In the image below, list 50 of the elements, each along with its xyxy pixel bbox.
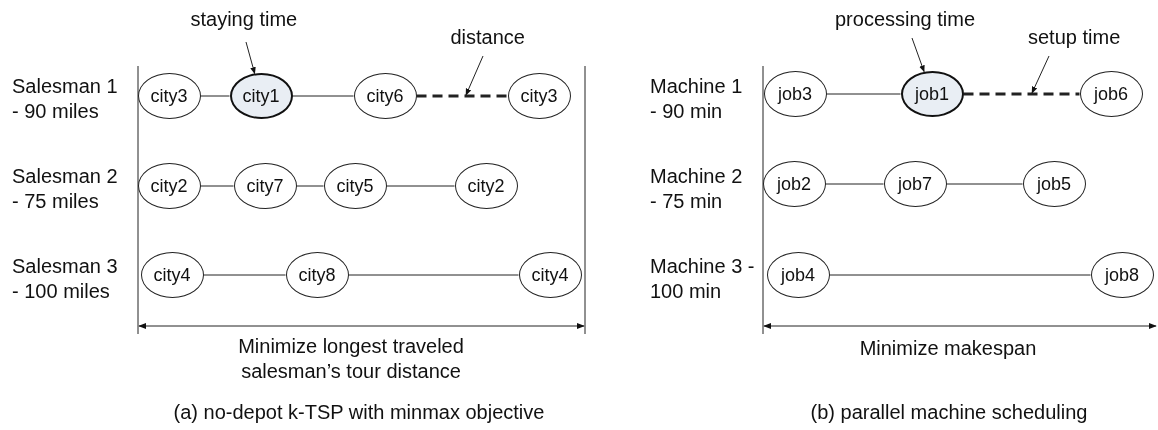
connector-line (386, 185, 455, 187)
connector-line (348, 274, 519, 276)
annotation-text: staying time (190, 10, 298, 28)
span-label: Minimize longest traveled salesman’s tour distance (237, 334, 465, 384)
ellipse-node: city6 (353, 73, 417, 119)
ellipse-node: city8 (285, 252, 349, 298)
connector-line (292, 95, 354, 97)
ellipse-node: city3 (507, 73, 571, 119)
row-label: Salesman 3 - 100 miles (12, 254, 119, 304)
connector-line (826, 93, 901, 95)
annotation-text: processing time (835, 10, 976, 28)
ellipse-node: job6 (1079, 71, 1143, 117)
leader-arrow (465, 55, 484, 96)
annotation-text: setup time (1028, 28, 1121, 46)
connector-line (203, 274, 286, 276)
leader-arrow (911, 37, 925, 73)
ellipse-node: city4 (518, 252, 582, 298)
ellipse-node: job5 (1022, 161, 1086, 207)
ellipse-node: city2 (137, 163, 201, 209)
ellipse-node: city4 (140, 252, 204, 298)
ellipse-node: job8 (1090, 252, 1154, 298)
connector-line (296, 185, 324, 187)
caption: (a) no-depot k-TSP with minmax objective (172, 400, 546, 425)
row-label: Salesman 1 - 90 miles (12, 74, 119, 124)
connector-line (416, 94, 508, 98)
leader-arrow (1031, 55, 1050, 94)
ellipse-node: job7 (883, 161, 947, 207)
ellipse-node: city1 (229, 73, 293, 119)
ellipse-node: city5 (323, 163, 387, 209)
span-label: Minimize makespan (858, 336, 1038, 361)
ellipse-node: city2 (454, 163, 518, 209)
ellipse-node: city7 (233, 163, 297, 209)
ellipse-node: job2 (762, 161, 826, 207)
connector-line (946, 183, 1023, 185)
ellipse-node: job4 (766, 252, 830, 298)
ellipse-node: job3 (763, 71, 827, 117)
caption: (b) parallel machine scheduling (809, 400, 1089, 425)
connector-line (200, 95, 230, 97)
connector-line (829, 274, 1091, 276)
annotation-text: distance (450, 28, 525, 46)
connector-line (200, 185, 234, 187)
row-label: Machine 1 - 90 min (650, 74, 744, 124)
ellipse-node: city3 (137, 73, 201, 119)
connector-line (963, 92, 1080, 96)
connector-line (825, 183, 884, 185)
row-label: Machine 2 - 75 min (650, 164, 744, 214)
row-label: Machine 3 - 100 min (650, 254, 756, 304)
row-label: Salesman 2 - 75 miles (12, 164, 119, 214)
ellipse-node: job1 (900, 71, 964, 117)
leader-arrow (245, 41, 256, 75)
